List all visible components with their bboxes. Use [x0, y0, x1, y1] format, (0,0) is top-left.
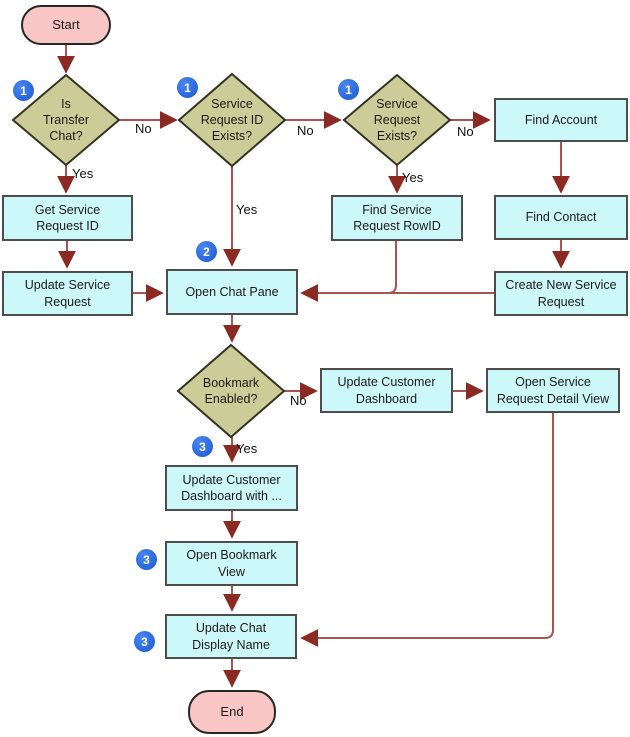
decision-bookmark-enabled: Bookmark Enabled? — [202, 375, 260, 406]
process-update-chat-display-name: Update Chat Display Name — [165, 614, 297, 659]
process-update-customer-dashboard-with: Update Customer Dashboard with ... — [165, 465, 298, 511]
edge-label-srid-no: No — [297, 123, 314, 138]
process-open-service-request-detail-view: Open Service Request Detail View — [486, 368, 620, 413]
decision-service-request-id-exists: Service Request ID Exists? — [200, 96, 264, 144]
process-create-new-service-request: Create New Service Request — [494, 271, 628, 316]
edge-label-bookmark-no: No — [290, 393, 307, 408]
connectors — [57, 44, 570, 688]
process-update-customer-dashboard: Update Customer Dashboard — [320, 368, 453, 413]
edge-label-srexists-no: No — [457, 124, 474, 139]
process-find-account: Find Account — [494, 98, 628, 142]
step-badge-3: 3 — [136, 549, 157, 570]
process-open-bookmark-view: Open Bookmark View — [165, 541, 298, 586]
process-find-service-request-rowid: Find Service Request RowID — [331, 195, 463, 241]
is-transfer-chat-diamond-shape — [11, 73, 121, 167]
process-find-contact: Find Contact — [494, 195, 628, 240]
terminal-end: End — [188, 690, 276, 734]
bookmark-enabled-diamond-shape — [176, 343, 286, 439]
step-badge-3: 3 — [192, 436, 213, 457]
process-get-service-request-id: Get Service Request ID — [2, 195, 133, 241]
step-badge-1: 1 — [338, 79, 359, 100]
edge-label-srid-yes: Yes — [236, 202, 258, 217]
step-badge-2: 2 — [196, 241, 217, 262]
edge-label-transfer-yes: Yes — [72, 166, 94, 181]
sr-id-exists-diamond-shape — [177, 72, 287, 168]
connector-opensrdetail-updatechat — [300, 413, 554, 647]
decision-is-transfer-chat: Is Transfer Chat? — [42, 96, 90, 144]
step-badge-3: 3 — [134, 631, 155, 652]
step-badge-1: 1 — [13, 80, 34, 101]
terminal-start: Start — [21, 5, 111, 45]
decision-service-request-exists: Service Request Exists? — [373, 96, 421, 144]
connector-findsrrowid-merge — [387, 240, 397, 294]
decision-shapes — [11, 72, 452, 439]
process-open-chat-pane: Open Chat Pane — [166, 269, 298, 315]
edge-label-transfer-no: No — [135, 121, 152, 136]
process-update-service-request: Update Service Request — [2, 271, 133, 316]
sr-exists-diamond-shape — [342, 73, 452, 167]
edge-label-srexists-yes: Yes — [402, 170, 424, 185]
step-badge-1: 1 — [177, 77, 198, 98]
edge-label-bookmark-yes: Yes — [236, 441, 258, 456]
